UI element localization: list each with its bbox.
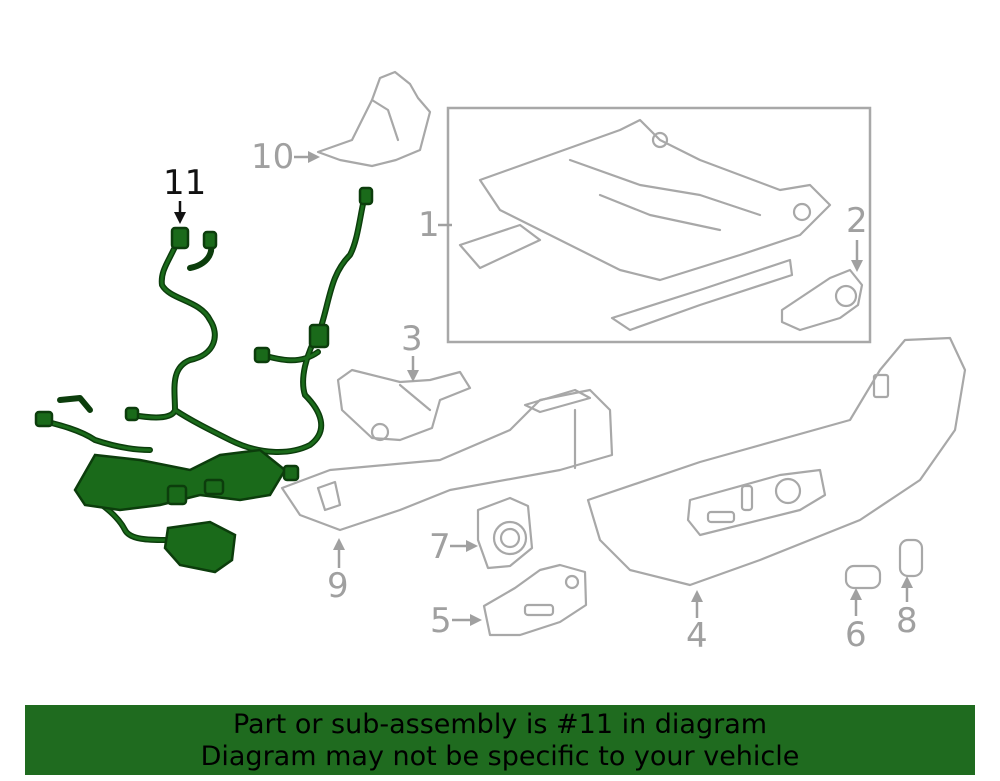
callout-9: 9 <box>327 566 349 606</box>
callout-1: 1 <box>418 205 440 245</box>
callout-4: 4 <box>686 616 708 656</box>
part-1-seat-adjuster <box>458 118 832 332</box>
banner-line-2: Diagram may not be specific to your vehi… <box>200 741 800 772</box>
callout-11: 11 <box>163 163 206 203</box>
callout-3: 3 <box>401 319 423 359</box>
part-11-wiring-harness[interactable] <box>34 186 374 574</box>
info-banner: Part or sub-assembly is #11 in diagram D… <box>25 705 975 775</box>
part-9-inner-shield <box>280 388 614 532</box>
part-5-switch <box>482 563 588 637</box>
callout-6: 6 <box>845 615 867 655</box>
callout-10: 10 <box>251 137 294 177</box>
part-2-motor <box>780 268 864 332</box>
callout-7: 7 <box>429 527 451 567</box>
callout-2: 2 <box>846 201 868 241</box>
part-10-side-cover <box>316 70 432 168</box>
part-7-knob <box>476 496 534 570</box>
parts-diagram: 10 1 2 3 9 <box>34 70 967 656</box>
part-8-knob <box>898 538 924 578</box>
callout-8: 8 <box>896 601 918 641</box>
part-6-cap <box>844 564 882 590</box>
banner-line-1: Part or sub-assembly is #11 in diagram <box>232 709 768 740</box>
part-3-actuator <box>336 368 472 442</box>
callout-5: 5 <box>430 601 452 641</box>
part-4-outer-shield <box>586 336 967 587</box>
